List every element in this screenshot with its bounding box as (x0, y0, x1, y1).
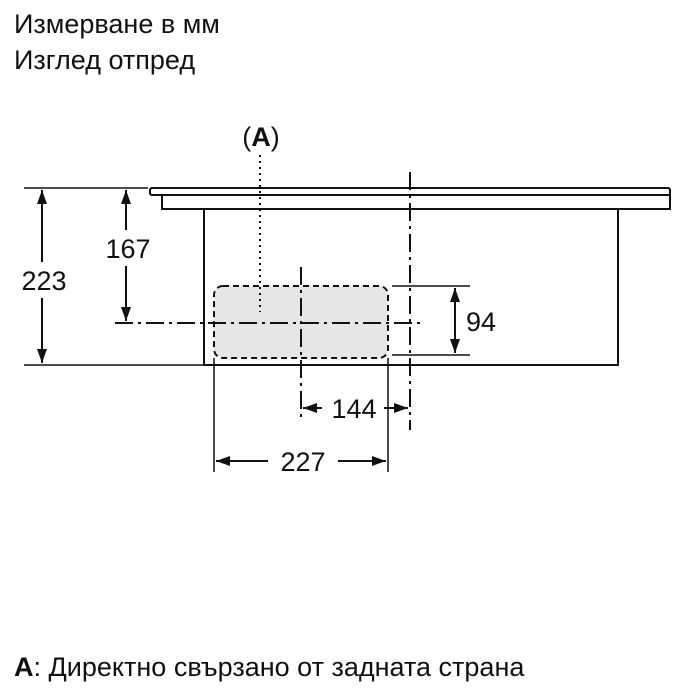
callout-close-paren: ) (271, 122, 280, 152)
unit-caption: Измерване в мм (14, 9, 220, 39)
dimension-223-label: 223 (21, 266, 66, 296)
legend-text: Директно свързано от задната страна (41, 652, 525, 682)
legend-separator: : (33, 652, 42, 682)
legend-letter: A (14, 652, 34, 682)
dimension-227-label: 227 (280, 447, 325, 477)
legend-note: A: Директно свързано от задната страна (14, 650, 524, 684)
callout-label: (A) (242, 122, 280, 152)
dimension-167-label: 167 (105, 234, 150, 264)
callout-letter: A (251, 122, 271, 152)
view-caption: Изглед отпред (14, 45, 196, 75)
callout-open-paren: ( (242, 122, 251, 152)
dimension-94-label: 94 (466, 307, 496, 337)
cooktop-frame (161, 194, 671, 210)
dimension-144-label: 144 (331, 394, 376, 424)
